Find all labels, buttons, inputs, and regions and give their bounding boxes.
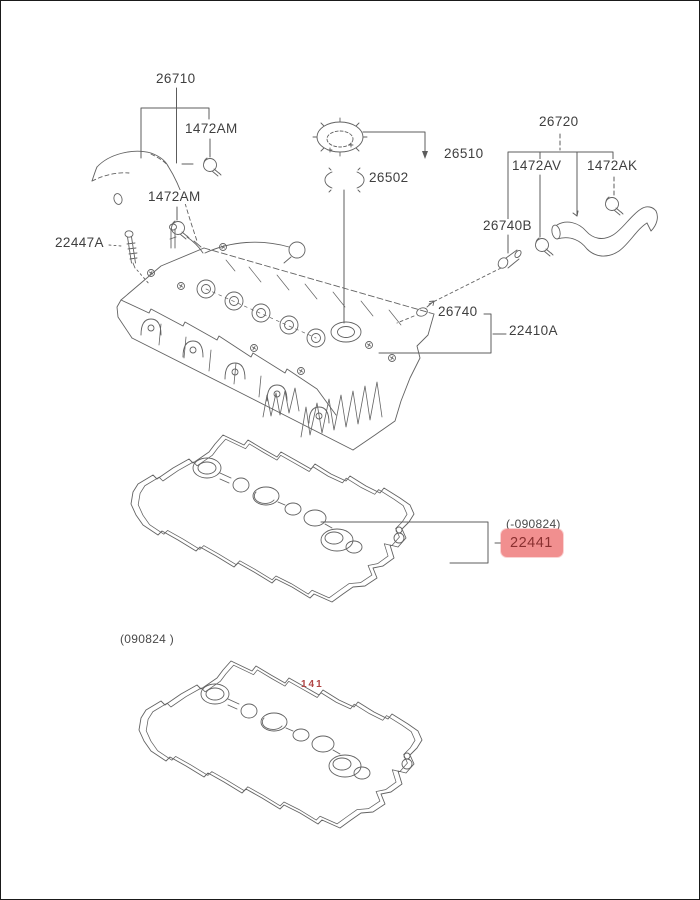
part-label-1472av[interactable]: 1472AV bbox=[511, 158, 563, 174]
leader-26720 bbox=[507, 133, 615, 254]
vent-pipe-drawing bbox=[396, 249, 522, 324]
part-label-26740[interactable]: 26740 bbox=[437, 304, 479, 320]
oil-filler-cap-drawing bbox=[312, 117, 368, 157]
date-note-before: (-090824) bbox=[506, 517, 561, 531]
part-label-1472am-b[interactable]: 1472AM bbox=[147, 189, 202, 205]
stud-bolt-drawing bbox=[108, 230, 151, 286]
part-label-26502[interactable]: 26502 bbox=[368, 170, 410, 186]
leader-22410a bbox=[378, 313, 507, 354]
breather-hose-drawing bbox=[91, 150, 202, 248]
part-label-26710[interactable]: 26710 bbox=[155, 71, 197, 87]
pcv-valve-drawing bbox=[416, 300, 435, 317]
part-label-1472ak[interactable]: 1472AK bbox=[586, 158, 639, 174]
filler-seal-drawing bbox=[324, 167, 365, 324]
date-note-after: (090824 ) bbox=[120, 632, 175, 646]
part-label-26740b[interactable]: 26740B bbox=[482, 218, 533, 234]
part-label-26720[interactable]: 26720 bbox=[538, 114, 580, 130]
part-label-1472am-a[interactable]: 1472AM bbox=[184, 121, 239, 137]
leader-26510 bbox=[362, 131, 428, 159]
part-label-22410a[interactable]: 22410A bbox=[508, 323, 559, 339]
valve-cover-drawing bbox=[116, 223, 435, 451]
part-label-26510[interactable]: 26510 bbox=[443, 146, 485, 162]
pcv-hose-drawing bbox=[551, 206, 658, 257]
gasket-current-drawing bbox=[131, 435, 414, 602]
gasket-revised-drawing bbox=[139, 661, 422, 828]
leader-26710 bbox=[140, 87, 211, 221]
part-label-22447a[interactable]: 22447A bbox=[54, 235, 105, 251]
part-label-22441-highlight[interactable]: 22441 bbox=[501, 529, 563, 557]
watermark-text: 141 bbox=[301, 679, 324, 690]
part-label-22441: 22441 bbox=[510, 535, 553, 551]
